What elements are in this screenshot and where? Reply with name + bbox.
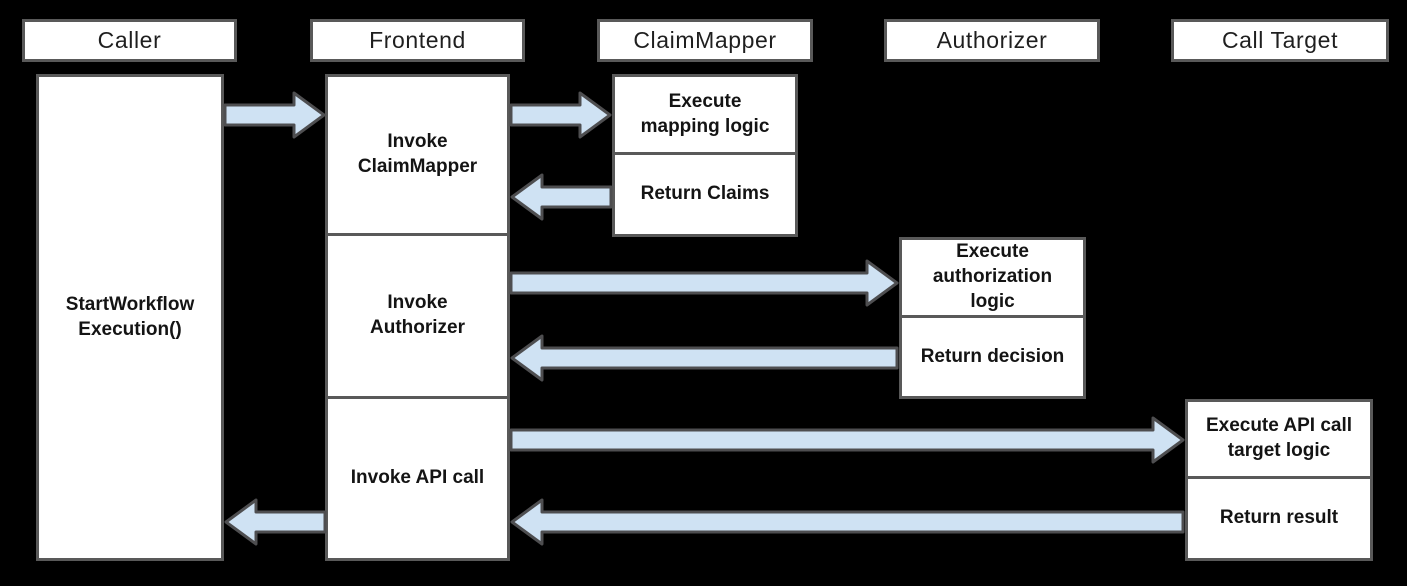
arrow-frontend-to-authorizer-icon [509,259,899,307]
activation-authorizer-return-decision: Return decision [899,315,1086,399]
activation-label: Invoke Authorizer [370,292,465,338]
lifeline-header-authorizer: Authorizer [884,19,1100,62]
arrow-authorizer-to-frontend-return-icon [510,334,899,382]
lifeline-header-caller: Caller [22,19,237,62]
activation-label: StartWorkflow Execution() [65,293,195,340]
activation-label: Execute mapping logic [640,90,770,137]
activation-label: Execute API call target logic [1205,415,1353,461]
lifeline-label-frontend: Frontend [369,27,466,53]
activation-label: Execute authorization logic [932,241,1053,312]
activation-label: Invoke API call [350,467,485,489]
lifeline-label-call-target: Call Target [1221,27,1339,53]
activation-claimmapper-execute-mapping: Execute mapping logic [612,74,798,155]
arrow-frontend-to-call-target-icon [509,416,1185,464]
activation-frontend-invoke-claimmapper: Invoke ClaimMapper [325,74,510,236]
arrow-caller-to-frontend-icon [223,91,326,139]
lifeline-header-call-target: Call Target [1171,19,1389,62]
arrow-frontend-to-claimmapper-icon [509,91,612,139]
activation-label: Invoke ClaimMapper [357,131,478,177]
activation-label: Return result [1219,507,1339,529]
lifeline-label-authorizer: Authorizer [936,27,1048,53]
lifeline-label-caller: Caller [97,27,162,53]
arrow-claimmapper-to-frontend-return-icon [510,173,613,221]
activation-call-target-return-result: Return result [1185,476,1373,561]
lifeline-header-frontend: Frontend [310,19,525,62]
activation-frontend-invoke-api-call: Invoke API call [325,396,510,561]
activation-label: Return Claims [640,183,770,205]
arrow-frontend-to-caller-return-icon [224,498,327,546]
activation-claimmapper-return-claims: Return Claims [612,152,798,237]
lifeline-header-claimmapper: ClaimMapper [597,19,813,62]
activation-caller-startworkflow: StartWorkflow Execution() [36,74,224,561]
lifeline-label-claimmapper: ClaimMapper [633,27,777,53]
activation-call-target-execute-api: Execute API call target logic [1185,399,1373,479]
arrow-call-target-to-frontend-return-icon [510,498,1185,546]
activation-authorizer-execute-authorization: Execute authorization logic [899,237,1086,318]
activation-label: Return decision [920,345,1065,367]
activation-frontend-invoke-authorizer: Invoke Authorizer [325,233,510,399]
